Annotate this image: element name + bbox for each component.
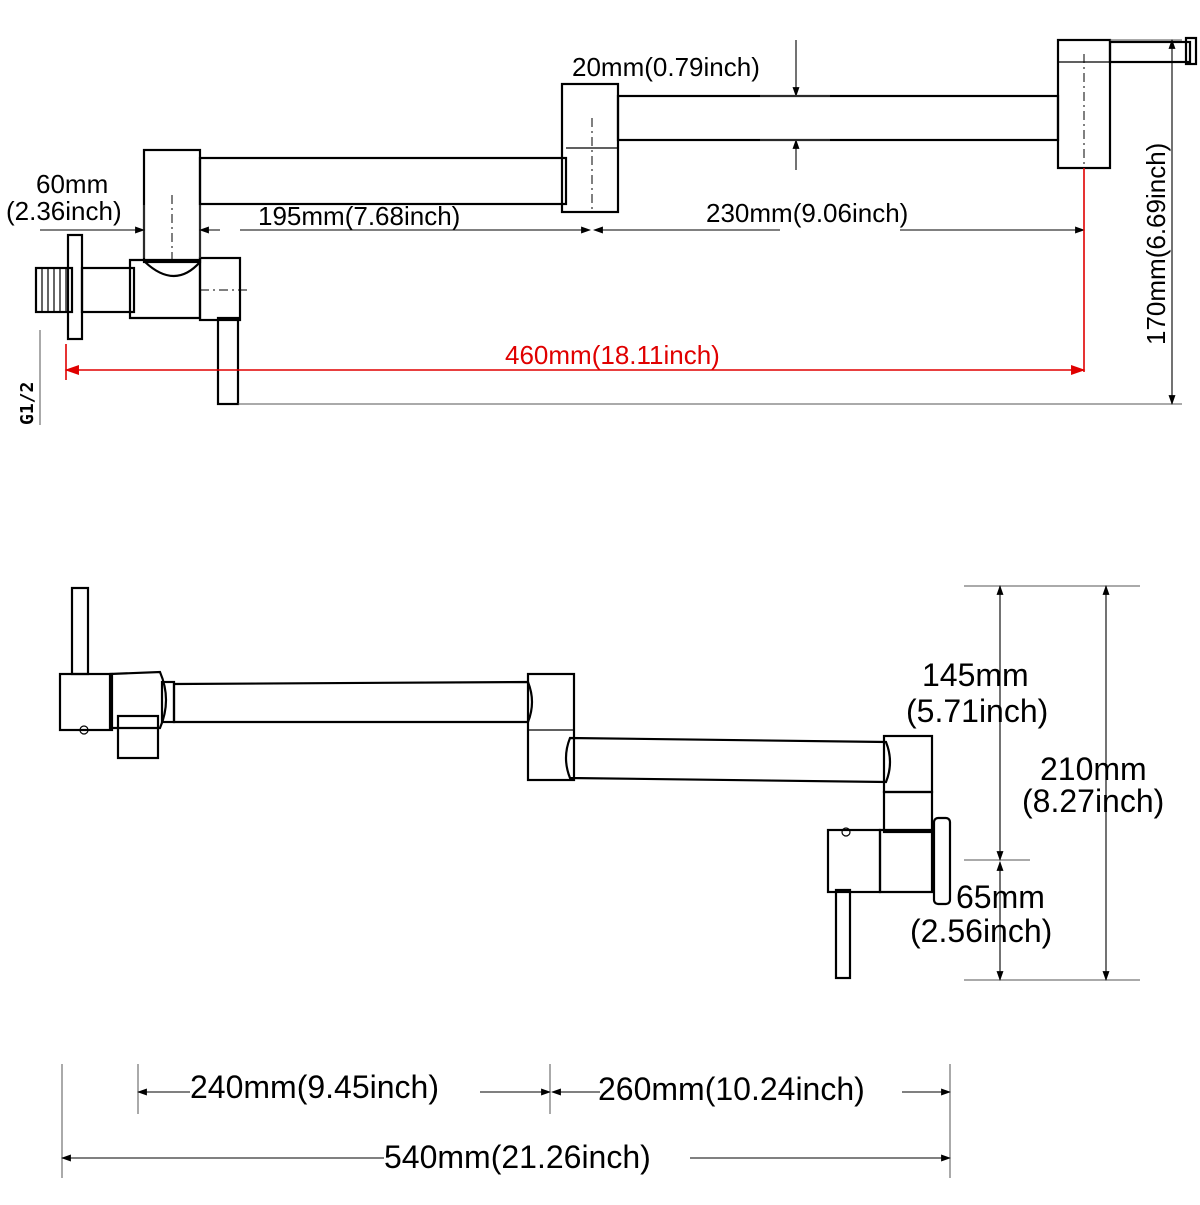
- dim-mount: 60mm (2.36inch): [6, 169, 220, 258]
- dim-mount-label-1: 60mm: [36, 169, 108, 199]
- dim-arm2: 230mm(9.06inch): [593, 198, 1085, 234]
- thread-callout: G1/2: [17, 330, 41, 425]
- valve-cap: [198, 256, 242, 322]
- side-spout-head: [58, 586, 176, 760]
- side-spout-outlet: [116, 714, 160, 760]
- dim-side-horizontal: 240mm(9.45inch) 260mm(10.24inch) 540mm(2…: [61, 1064, 951, 1178]
- side-view: 145mm (5.71inch) 210mm (8.27inch) 65mm (…: [58, 585, 1164, 1178]
- side-wall-flange: [932, 816, 952, 906]
- dim-depth: 20mm(0.79inch): [572, 40, 830, 170]
- connector-nut: [80, 266, 136, 314]
- dim-total-height-label-2: (8.27inch): [1022, 783, 1164, 819]
- wall-flange: [66, 233, 84, 341]
- dim-arm-right-label: 260mm(10.24inch): [598, 1071, 865, 1107]
- dim-arm1-label: 195mm(7.68inch): [258, 201, 460, 231]
- top-view: 20mm(0.79inch) 60mm (2.36inch) 195mm(7.6…: [6, 36, 1198, 425]
- dim-total-reach: 460mm(18.11inch): [64, 168, 1086, 380]
- side-arm-2: [564, 736, 892, 784]
- side-valve-body: [826, 828, 882, 894]
- top-arm-2-tube: [616, 94, 1060, 142]
- dim-lower-label-1: 65mm: [956, 879, 1045, 915]
- dim-arm2-label: 230mm(9.06inch): [706, 198, 908, 228]
- top-arm-1-tube: [198, 156, 568, 206]
- side-joint-upper: [882, 734, 934, 794]
- dim-side-vertical: 145mm (5.71inch) 210mm (8.27inch) 65mm (…: [906, 585, 1164, 981]
- side-spout-body: [58, 672, 114, 732]
- side-elbow: [526, 672, 576, 782]
- top-joint-1: [142, 148, 202, 264]
- thread-label: G1/2: [17, 382, 38, 425]
- dim-upper-label-2: (5.71inch): [906, 693, 1048, 729]
- dim-mount-label-2: (2.36inch): [6, 196, 122, 226]
- side-lever-handle: [834, 888, 852, 980]
- side-joint-mid: [882, 790, 934, 834]
- dim-height: 170mm(6.69inch): [238, 39, 1182, 405]
- dim-height-label: 170mm(6.69inch): [1141, 143, 1171, 345]
- top-spout-head: [1056, 36, 1198, 170]
- top-valve-body: [128, 256, 248, 406]
- side-valve: [826, 734, 952, 980]
- dim-total-height-label-1: 210mm: [1040, 751, 1147, 787]
- dim-overall-label: 540mm(21.26inch): [384, 1139, 651, 1175]
- side-elbow-block: [526, 672, 576, 782]
- side-arm-1: [172, 680, 534, 724]
- top-arm-2: [560, 82, 1060, 214]
- top-lever-handle: [216, 316, 240, 406]
- side-spout-lever: [70, 586, 90, 676]
- dim-arm-left-label: 240mm(9.45inch): [190, 1069, 439, 1105]
- dim-lower-label-2: (2.56inch): [910, 913, 1052, 949]
- dim-depth-label: 20mm(0.79inch): [572, 52, 760, 82]
- spout-tip: [1108, 40, 1192, 64]
- dim-arm1: 195mm(7.68inch): [240, 201, 591, 234]
- side-arm-1-tube: [172, 680, 534, 724]
- top-wall-mount: [34, 233, 136, 341]
- dim-upper-label-1: 145mm: [922, 657, 1029, 693]
- dim-total-reach-label: 460mm(18.11inch): [505, 340, 720, 370]
- side-arm-2-tube: [564, 736, 892, 784]
